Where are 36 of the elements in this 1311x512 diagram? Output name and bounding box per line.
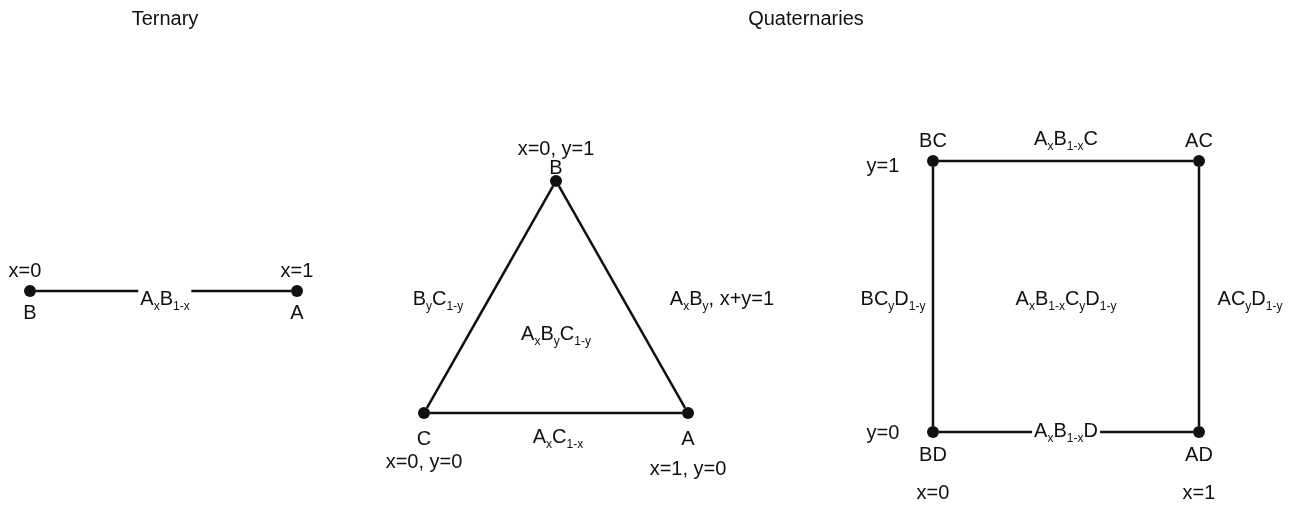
- vertex-dot: [1193, 155, 1205, 167]
- vertex-dot: [418, 407, 430, 419]
- vertex-label: B: [23, 301, 37, 323]
- vertex-label: AC: [1185, 129, 1213, 151]
- vertex-dot: [291, 285, 303, 297]
- edge-line: [1197, 167, 1201, 426]
- vertex-dot: [1193, 426, 1205, 438]
- coordinate-label: y=1: [866, 154, 900, 176]
- edge-line: [430, 411, 682, 415]
- vertex-dot: [682, 407, 694, 419]
- vertex-label: BC: [919, 129, 947, 151]
- section-heading: Quaternaries: [748, 7, 864, 29]
- vertex-label: x=0, y=0: [385, 450, 463, 472]
- vertex-dot: [550, 175, 562, 187]
- edge-line: [425, 185, 555, 409]
- edge-line: [939, 159, 1193, 163]
- vertex-label: A: [681, 427, 695, 449]
- edge-line: [931, 167, 935, 426]
- vertex-label: x=1: [1182, 481, 1216, 503]
- vertex-label: x=0: [8, 259, 42, 281]
- section-heading: Ternary: [131, 7, 199, 29]
- vertex-label: x=1: [280, 259, 314, 281]
- edge-line: [557, 185, 687, 409]
- vertex-label: C: [416, 427, 432, 449]
- formula-label: A$_{x}$B$_{1-x}$C$_{y}$D$_{1-y}$: [1015, 286, 1117, 314]
- vertex-label: x=0: [916, 481, 950, 503]
- vertex-dot: [24, 285, 36, 297]
- vertex-label: x=1, y=0: [649, 457, 727, 479]
- vertex-label: BD: [919, 443, 947, 465]
- coordinate-label: y=0: [866, 421, 900, 443]
- formula-label: A$_{x}$B$_{y}$C$_{1-y}$: [521, 321, 591, 349]
- vertex-label: AD: [1185, 443, 1213, 465]
- vertex-dot: [927, 426, 939, 438]
- vertex-label: A: [290, 301, 304, 323]
- vertex-dot: [927, 155, 939, 167]
- vertex-label: x=0, y=1: [517, 137, 595, 159]
